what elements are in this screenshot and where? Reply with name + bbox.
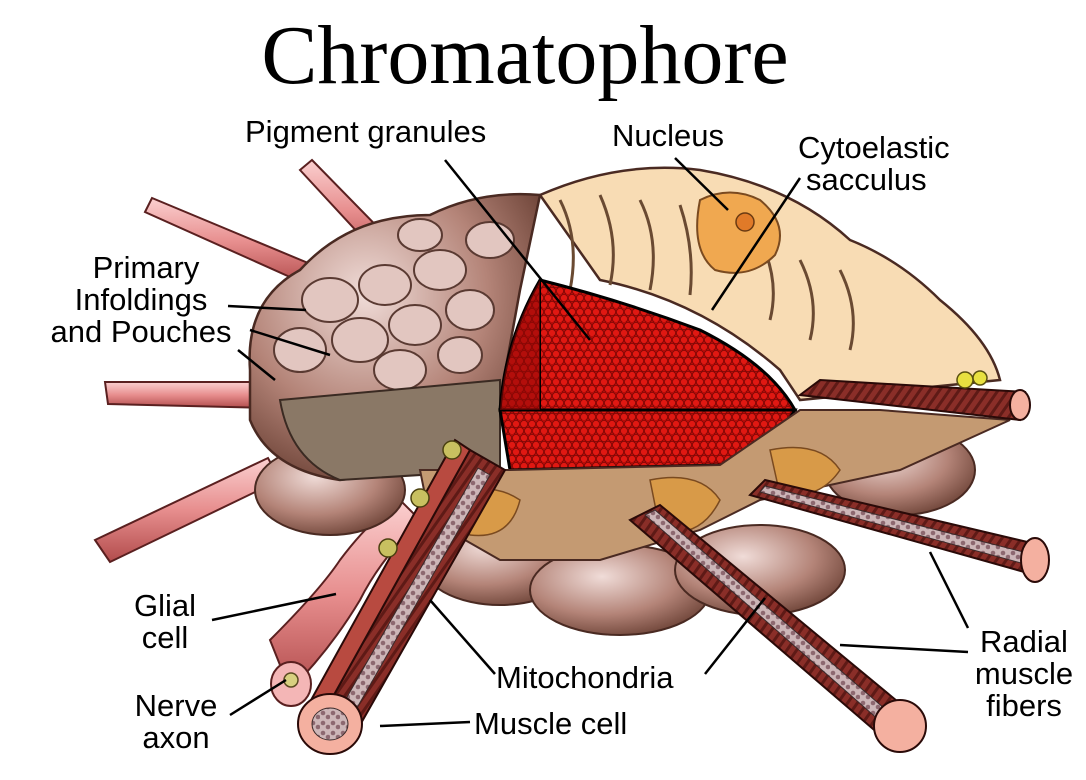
label-radial-muscle-fibers: Radial muscle fibers: [966, 626, 1082, 722]
leader-radial-2: [840, 645, 968, 652]
label-pigment-granules: Pigment granules: [245, 116, 486, 148]
nucleolus: [736, 213, 754, 231]
infolded-membrane: [250, 194, 540, 480]
label-muscle-cell: Muscle cell: [474, 708, 627, 740]
leader-muscle-cell: [380, 722, 470, 726]
leader-mito-1: [430, 600, 495, 674]
label-primary-infoldings: Primary Infoldings and Pouches: [36, 252, 246, 348]
label-mitochondria: Mitochondria: [496, 662, 673, 694]
glial-nuclei-upper: [957, 372, 973, 388]
nerve-process-middle: [105, 382, 270, 408]
diagram-title: Chromatophore: [0, 8, 1050, 104]
label-cytoelastic-sacculus: Cytoelastic sacculus: [798, 132, 950, 196]
nerve-axon-core: [284, 673, 298, 687]
label-glial-cell: Glial cell: [130, 590, 200, 654]
label-nucleus: Nucleus: [612, 120, 724, 152]
label-nerve-axon: Nerve axon: [126, 690, 226, 754]
leader-radial-1: [930, 552, 968, 628]
nerve-process-lower: [95, 458, 280, 562]
